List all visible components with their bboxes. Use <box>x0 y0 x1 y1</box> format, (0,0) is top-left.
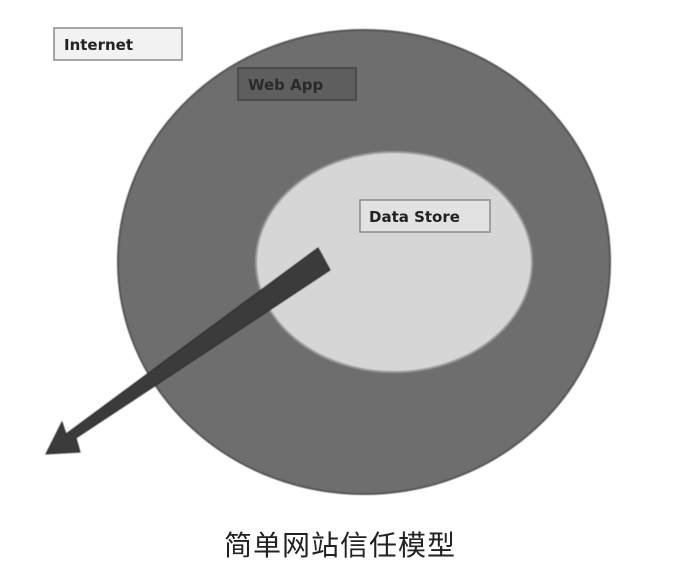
outbound-arrow <box>45 247 331 455</box>
figure-caption: 简单网站信任模型 <box>223 529 456 562</box>
web-app-label-box <box>237 67 357 101</box>
data-store-label: Data Store <box>369 208 460 226</box>
data-store-label-box <box>359 199 491 233</box>
web-app-label: Web App <box>248 76 323 94</box>
internet-label: Internet <box>64 36 133 54</box>
trust-model-diagram: Internet Web App Data Store <box>45 27 611 495</box>
internet-label-box <box>53 27 183 61</box>
data-store-zone-circle <box>255 151 533 373</box>
